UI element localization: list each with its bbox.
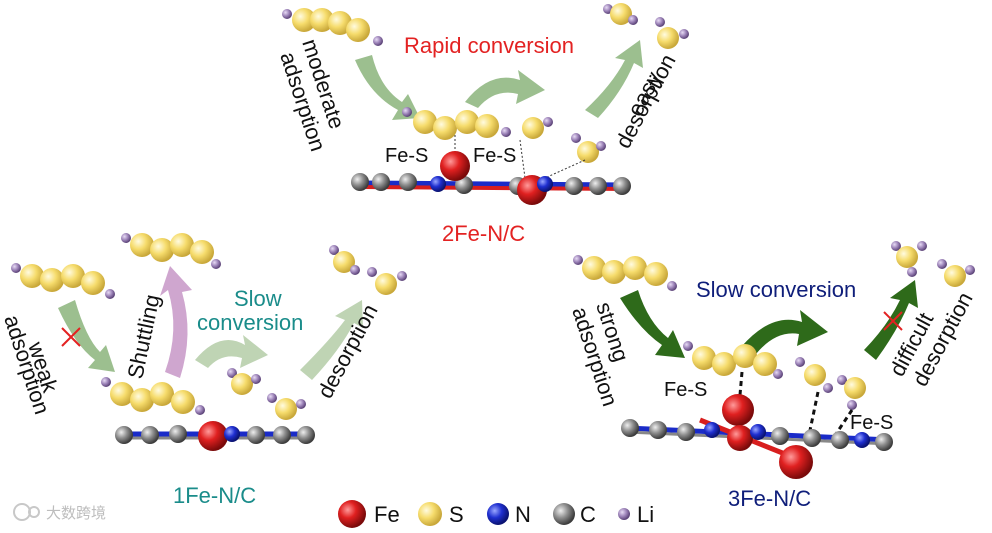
legend-n-label: N [515, 502, 531, 527]
c-atom-icon [553, 503, 575, 525]
conversion-arrow [465, 70, 545, 108]
conversion-label: conversion [197, 310, 303, 335]
legend: Fe S N C Li [338, 500, 654, 528]
fe-atom-icon [338, 500, 366, 528]
catalyst-substrate [115, 421, 315, 451]
conversion-arrow [195, 335, 268, 368]
watermark-logo-icon [13, 503, 31, 521]
legend-c-label: C [580, 502, 596, 527]
li2s-species [603, 3, 689, 49]
slow-conversion-label: Slow conversion [696, 277, 856, 302]
adsorbed-chain [402, 107, 606, 163]
n-atom-icon [487, 503, 509, 525]
li2s-species [227, 245, 407, 420]
panel-3fe: strong adsorption Slow conversion diffic… [567, 241, 978, 511]
fe-s-bond-label-a: Fe-S [385, 145, 428, 167]
watermark: 大数跨境 [13, 503, 106, 522]
catalyst-substrate [351, 151, 631, 205]
desorption-arrow [300, 300, 363, 380]
slow-label: Slow [234, 286, 282, 311]
fe-s-bond-label-a: Fe-S [664, 379, 707, 401]
s-atom-icon [418, 502, 442, 526]
desorption-arrow [585, 40, 643, 118]
catalyst-substrate [621, 394, 893, 479]
panel-2fe: moderate adsorption Rapid conversion eas… [275, 3, 689, 246]
shuttled-chain [121, 233, 221, 269]
catalyst-name-1fe: 1Fe-N/C [173, 483, 256, 508]
fe-s-bond-label-b: Fe-S [850, 412, 893, 434]
adsorbed-chain [101, 377, 205, 415]
rapid-conversion-label: Rapid conversion [404, 33, 574, 58]
legend-s-label: S [449, 502, 464, 527]
desorption-label: desorption [610, 50, 680, 152]
legend-fe-label: Fe [374, 502, 400, 527]
catalyst-name-3fe: 3Fe-N/C [728, 486, 811, 511]
fe-s-bond-label-b: Fe-S [473, 145, 516, 167]
panel-1fe: weak adsorption Shuttling Slow conversio… [0, 233, 407, 508]
watermark-text: 大数跨境 [46, 504, 106, 522]
polysulfide-chain [11, 263, 115, 299]
cross-mark-icon [61, 327, 81, 347]
adsorption-arrow [58, 300, 115, 372]
shuttling-label: Shuttling [122, 292, 164, 381]
polysulfide-chain [282, 8, 383, 46]
adsorbed-chain [683, 341, 866, 410]
shuttling-arrow [160, 266, 192, 378]
legend-li-label: Li [637, 502, 654, 527]
adsorption-arrow [355, 55, 420, 120]
polysulfide-chain [573, 255, 677, 291]
conversion-arrow [742, 310, 828, 354]
cross-mark-icon [883, 311, 903, 331]
li-atom-icon [618, 508, 630, 520]
catalyst-name-2fe: 2Fe-N/C [442, 221, 525, 246]
adsorption-arrow [620, 290, 685, 358]
li2s-species [891, 241, 975, 287]
